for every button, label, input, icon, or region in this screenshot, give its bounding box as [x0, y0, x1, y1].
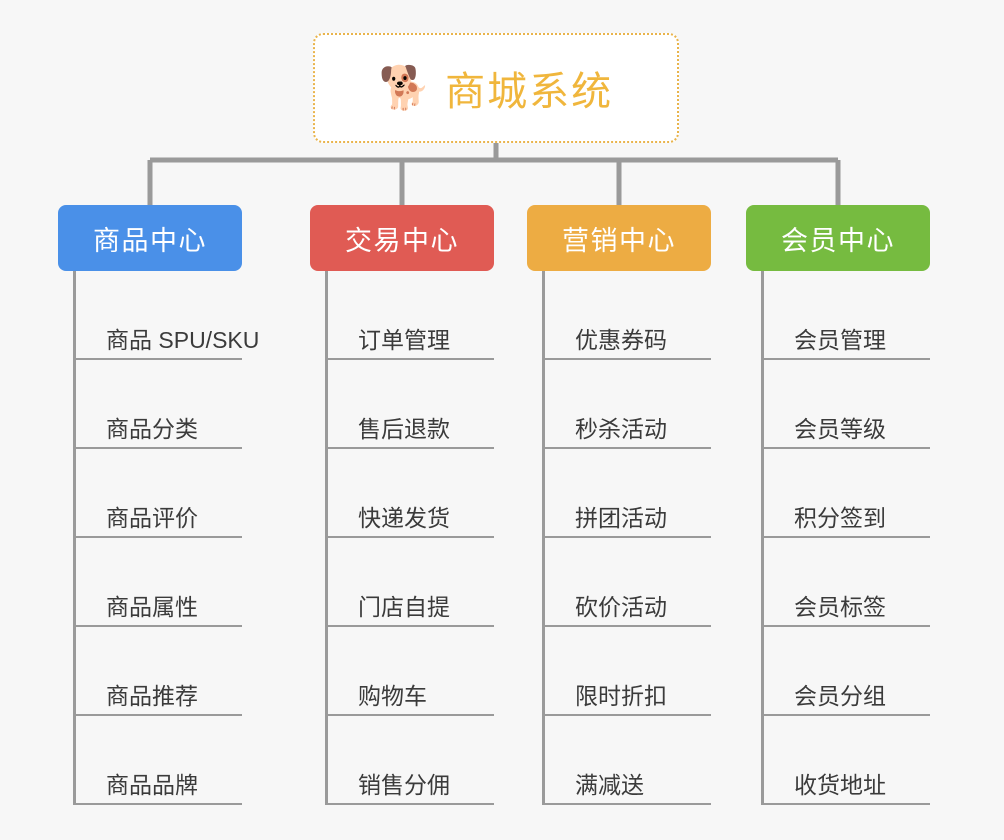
leaf-label: 会员标签 — [794, 593, 886, 620]
leaf-label: 砍价活动 — [575, 593, 667, 620]
leaf-item[interactable]: 限时折扣 — [545, 627, 711, 716]
leaf-item[interactable]: 积分签到 — [764, 449, 930, 538]
root-title: 商城系统 — [445, 70, 614, 114]
shiba-dog-face-icon: 🐕 — [378, 64, 432, 111]
leaf-label: 会员等级 — [794, 415, 886, 442]
leaf-label: 商品分类 — [106, 415, 198, 442]
leaf-item[interactable]: 秒杀活动 — [545, 360, 711, 449]
leaf-label: 会员分组 — [794, 682, 886, 709]
leaf-label: 商品评价 — [106, 504, 198, 531]
branch-trade: 交易中心 订单管理 售后退款 快递发货 门店自提 购物车 — [310, 205, 494, 805]
leaf-label: 商品属性 — [106, 593, 198, 620]
leaf-label: 拼团活动 — [575, 504, 667, 531]
leaf-label: 积分签到 — [794, 504, 886, 531]
leaf-label: 满减送 — [575, 771, 644, 798]
leaf-item[interactable]: 会员分组 — [764, 627, 930, 716]
leaf-item[interactable]: 会员等级 — [764, 360, 930, 449]
leaf-label: 商品品牌 — [106, 771, 198, 798]
leaf-label: 销售分佣 — [358, 771, 450, 798]
leaf-item[interactable]: 会员标签 — [764, 538, 930, 627]
branch-marketing: 营销中心 优惠券码 秒杀活动 拼团活动 砍价活动 限时折扣 — [527, 205, 711, 805]
branch-header-products[interactable]: 商品中心 — [58, 205, 242, 271]
branch-header-trade[interactable]: 交易中心 — [310, 205, 494, 271]
leaf-item[interactable]: 订单管理 — [328, 271, 494, 360]
branch-header-member[interactable]: 会员中心 — [746, 205, 930, 271]
leaf-label: 商品 SPU/SKU — [106, 326, 260, 353]
leaf-item[interactable]: 销售分佣 — [328, 716, 494, 805]
leaf-label: 门店自提 — [358, 593, 450, 620]
branch-body-trade: 订单管理 售后退款 快递发货 门店自提 购物车 销售分佣 — [325, 271, 494, 805]
leaf-label: 快递发货 — [358, 504, 450, 531]
leaf-label: 购物车 — [358, 682, 427, 709]
branch-header-marketing[interactable]: 营销中心 — [527, 205, 711, 271]
leaf-item[interactable]: 商品推荐 — [76, 627, 242, 716]
leaf-label: 秒杀活动 — [575, 415, 667, 442]
branch-body-marketing: 优惠券码 秒杀活动 拼团活动 砍价活动 限时折扣 满减送 — [542, 271, 711, 805]
leaf-label: 订单管理 — [358, 326, 450, 353]
root-node[interactable]: 🐕 商城系统 — [313, 33, 679, 143]
leaf-label: 收货地址 — [794, 771, 886, 798]
leaf-item[interactable]: 售后退款 — [328, 360, 494, 449]
leaf-item[interactable]: 优惠券码 — [545, 271, 711, 360]
leaf-item[interactable]: 门店自提 — [328, 538, 494, 627]
leaf-item[interactable]: 收货地址 — [764, 716, 930, 805]
leaf-item[interactable]: 商品 SPU/SKU — [76, 271, 259, 360]
branch-products: 商品中心 商品 SPU/SKU 商品分类 商品评价 商品属性 商品推荐 — [58, 205, 259, 805]
leaf-item[interactable]: 商品属性 — [76, 538, 242, 627]
leaf-label: 售后退款 — [358, 415, 450, 442]
leaf-item[interactable]: 拼团活动 — [545, 449, 711, 538]
leaf-item[interactable]: 商品品牌 — [76, 716, 242, 805]
branch-member: 会员中心 会员管理 会员等级 积分签到 会员标签 会员分组 — [746, 205, 930, 805]
leaf-item[interactable]: 商品分类 — [76, 360, 242, 449]
branch-header-label: 会员中心 — [781, 225, 895, 256]
leaf-item[interactable]: 砍价活动 — [545, 538, 711, 627]
branch-header-label: 营销中心 — [562, 225, 676, 256]
branch-header-label: 交易中心 — [345, 225, 459, 256]
leaf-item[interactable]: 购物车 — [328, 627, 494, 716]
branch-header-label: 商品中心 — [93, 225, 207, 256]
leaf-label: 优惠券码 — [575, 326, 667, 353]
leaf-item[interactable]: 商品评价 — [76, 449, 242, 538]
leaf-item[interactable]: 快递发货 — [328, 449, 494, 538]
branch-body-member: 会员管理 会员等级 积分签到 会员标签 会员分组 收货地址 — [761, 271, 930, 805]
branch-body-products: 商品 SPU/SKU 商品分类 商品评价 商品属性 商品推荐 商品品牌 — [73, 271, 259, 805]
leaf-item[interactable]: 满减送 — [545, 716, 711, 805]
leaf-label: 商品推荐 — [106, 682, 198, 709]
leaf-item[interactable]: 会员管理 — [764, 271, 930, 360]
leaf-label: 会员管理 — [794, 326, 886, 353]
leaf-label: 限时折扣 — [575, 682, 667, 709]
